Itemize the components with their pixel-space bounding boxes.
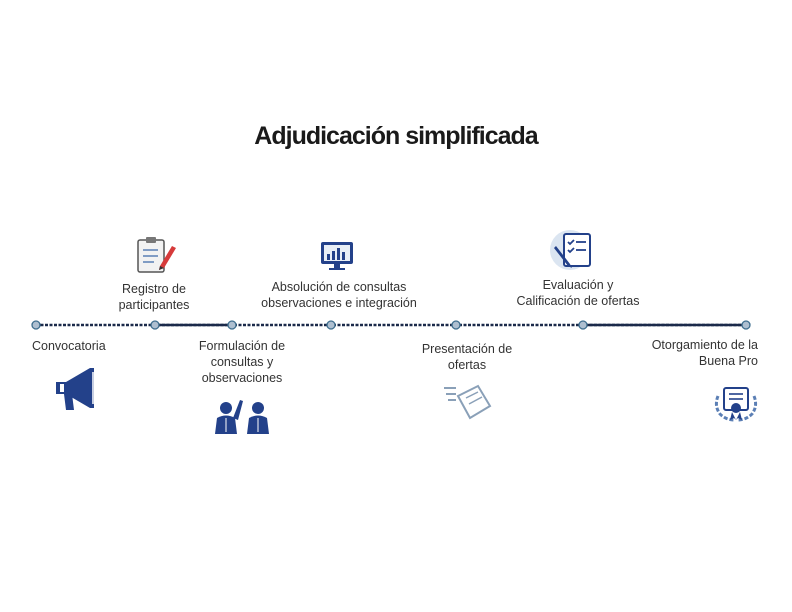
label-line: Formulación de — [198, 339, 286, 353]
people-raising-hand-icon — [215, 400, 269, 434]
label-line: consultas y — [210, 355, 274, 369]
timeline-node — [451, 320, 461, 330]
step-label-formulacion: Formulación de consultas y observaciones — [185, 338, 299, 386]
timeline-node — [31, 320, 41, 330]
timeline-node — [741, 320, 751, 330]
checklist-pencil-icon — [550, 230, 591, 270]
monitor-chart-icon — [321, 242, 353, 270]
label-line: Convocatoria — [32, 339, 106, 353]
label-line: Otorgamiento de la — [651, 338, 758, 352]
timeline-node — [150, 320, 160, 330]
award-certificate-icon — [714, 387, 758, 422]
timeline-node — [326, 320, 336, 330]
step-label-evaluacion: Evaluación y Calificación de ofertas — [500, 277, 656, 309]
megaphone-icon — [56, 368, 94, 410]
label-line: Buena Pro — [698, 354, 758, 368]
step-label-presentacion: Presentación de ofertas — [408, 341, 526, 373]
step-label-registro: Registro de participantes — [104, 281, 204, 313]
label-line: observaciones — [201, 371, 283, 385]
label-line: Registro de — [122, 282, 186, 296]
label-line: participantes — [118, 298, 190, 312]
timeline-node — [578, 320, 588, 330]
clipboard-pencil-icon — [137, 237, 176, 273]
step-label-otorgamiento: Otorgamiento de la Buena Pro — [630, 337, 758, 369]
timeline-node — [227, 320, 237, 330]
diagram-title: Adjudicación simplificada — [254, 122, 538, 150]
label-line: Presentación de — [421, 342, 513, 356]
label-line: Absolución de consultas — [271, 280, 407, 294]
document-send-icon — [444, 384, 492, 420]
label-line: observaciones e integración — [261, 296, 417, 310]
label-line: ofertas — [447, 358, 487, 372]
step-label-convocatoria: Convocatoria — [32, 338, 106, 354]
step-label-absolucion: Absolución de consultas observaciones e … — [244, 279, 434, 311]
label-line: Evaluación y — [542, 278, 614, 292]
label-line: Calificación de ofertas — [516, 294, 640, 308]
